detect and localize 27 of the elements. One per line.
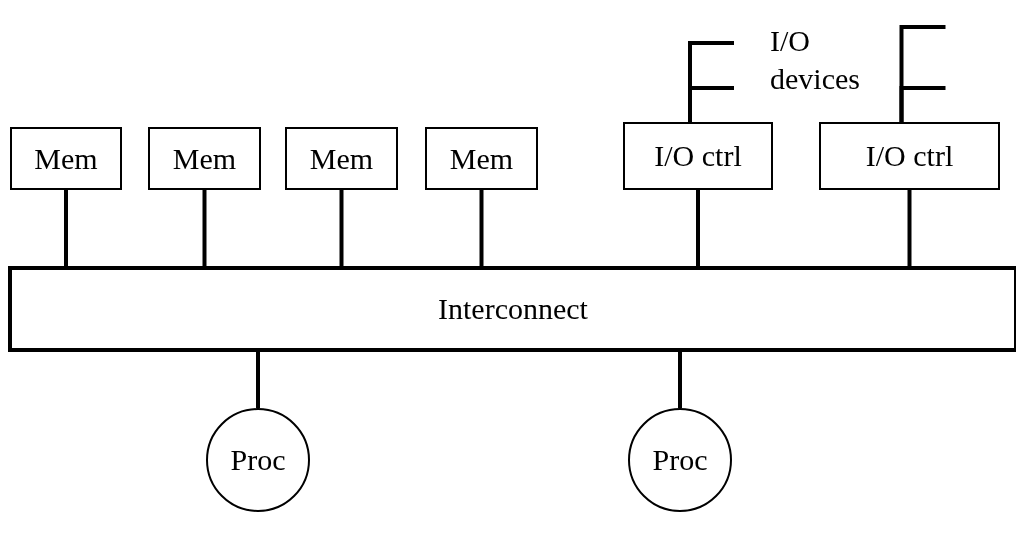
bus-line xyxy=(64,190,68,266)
node-label: I/O ctrl xyxy=(865,139,954,173)
bus-line xyxy=(696,190,700,266)
component-box xyxy=(148,127,261,190)
node-label: Proc xyxy=(652,443,708,477)
bus-line xyxy=(678,352,682,408)
node-label: Mem xyxy=(449,141,514,176)
component-box xyxy=(623,122,773,190)
node-label: Interconnect xyxy=(438,292,588,326)
component-box xyxy=(285,127,398,190)
node-label: Mem xyxy=(172,141,237,176)
component-box xyxy=(425,127,538,190)
node-label: I/O ctrl xyxy=(654,139,742,173)
component-box xyxy=(10,127,122,190)
device-bus-line xyxy=(899,86,946,122)
bus-line xyxy=(256,352,260,408)
node-label: Mem xyxy=(309,141,374,176)
bus-line xyxy=(339,190,344,266)
device-bus-line xyxy=(688,86,734,122)
node-label: Mem xyxy=(34,141,98,176)
component-box xyxy=(819,122,1000,190)
bus-line xyxy=(479,190,484,266)
bus-line xyxy=(907,190,912,266)
devices-label: I/O devices xyxy=(770,23,860,97)
bus-line xyxy=(202,190,207,266)
node-label: Proc xyxy=(230,443,286,477)
interconnect-bar xyxy=(8,266,1016,352)
